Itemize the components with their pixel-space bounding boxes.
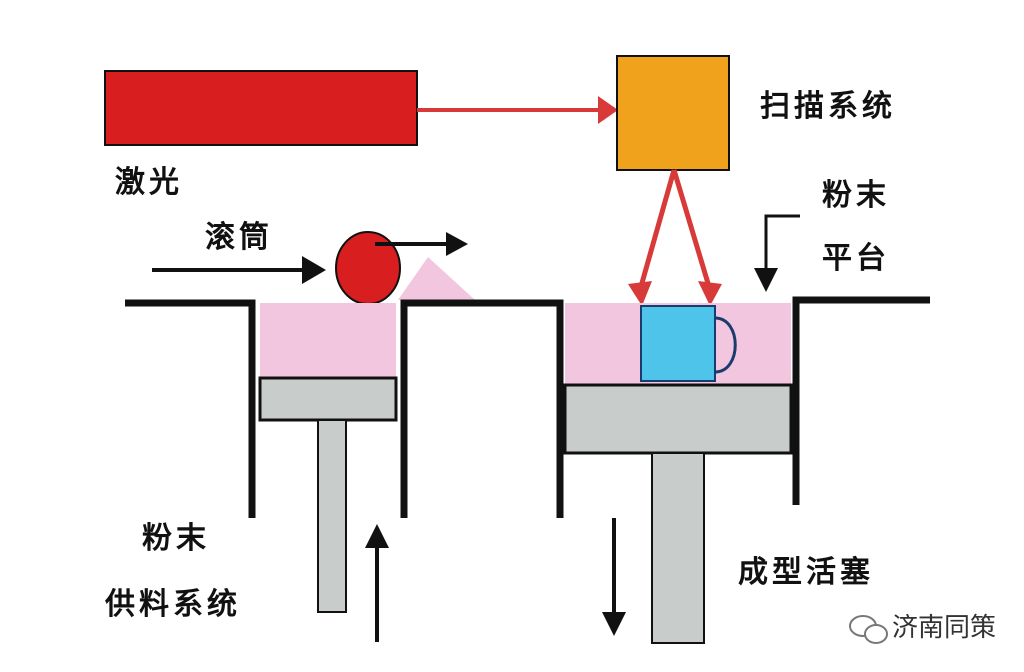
laser-label: 激光 (115, 165, 183, 200)
printed-part (640, 305, 716, 382)
powder-feed-label-line1: 粉末 (142, 521, 210, 556)
platform-pointer-line (764, 214, 800, 270)
scan-beam-right (671, 169, 713, 291)
laser-source (104, 70, 418, 146)
feed-chamber-wall (125, 299, 256, 518)
scanner-box (616, 55, 730, 171)
build-piston-label: 成型活塞 (738, 555, 874, 590)
feed-up-arrowhead (365, 524, 389, 548)
powder-platform-label-line1: 粉末 (822, 178, 890, 213)
powder-heap (398, 257, 475, 300)
scan-beam-right-arrowhead (698, 281, 722, 306)
scan-beam-left-arrowhead (628, 281, 652, 306)
build-chamber-wall-right (792, 296, 930, 505)
feed-piston-rod (317, 419, 347, 613)
wechat-icon (849, 615, 888, 644)
roller-push-arrowhead (302, 256, 326, 284)
feed-piston-plate (258, 376, 398, 422)
watermark-text: 济南同策 (892, 613, 996, 643)
feed-powder (260, 303, 396, 378)
laser-beam-arrowhead (598, 96, 618, 124)
powder-feed-label-line2: 供料系统 (104, 587, 241, 622)
feed-chamber-wall-right (400, 299, 564, 518)
roller-label: 滚筒 (205, 220, 273, 255)
powder-platform-label-line2: 平台 (822, 241, 890, 276)
build-down-arrowhead (602, 612, 626, 636)
build-piston-rod (651, 452, 705, 644)
platform-pointer-arrowhead (754, 268, 778, 292)
watermark: 济南同策 (849, 613, 996, 644)
printed-part-handle (714, 316, 737, 374)
roller-motion-arrowhead (446, 232, 468, 256)
scan-beam-left (637, 169, 677, 291)
build-piston-plate (563, 383, 793, 455)
scanner-label: 扫描系统 (760, 89, 896, 124)
